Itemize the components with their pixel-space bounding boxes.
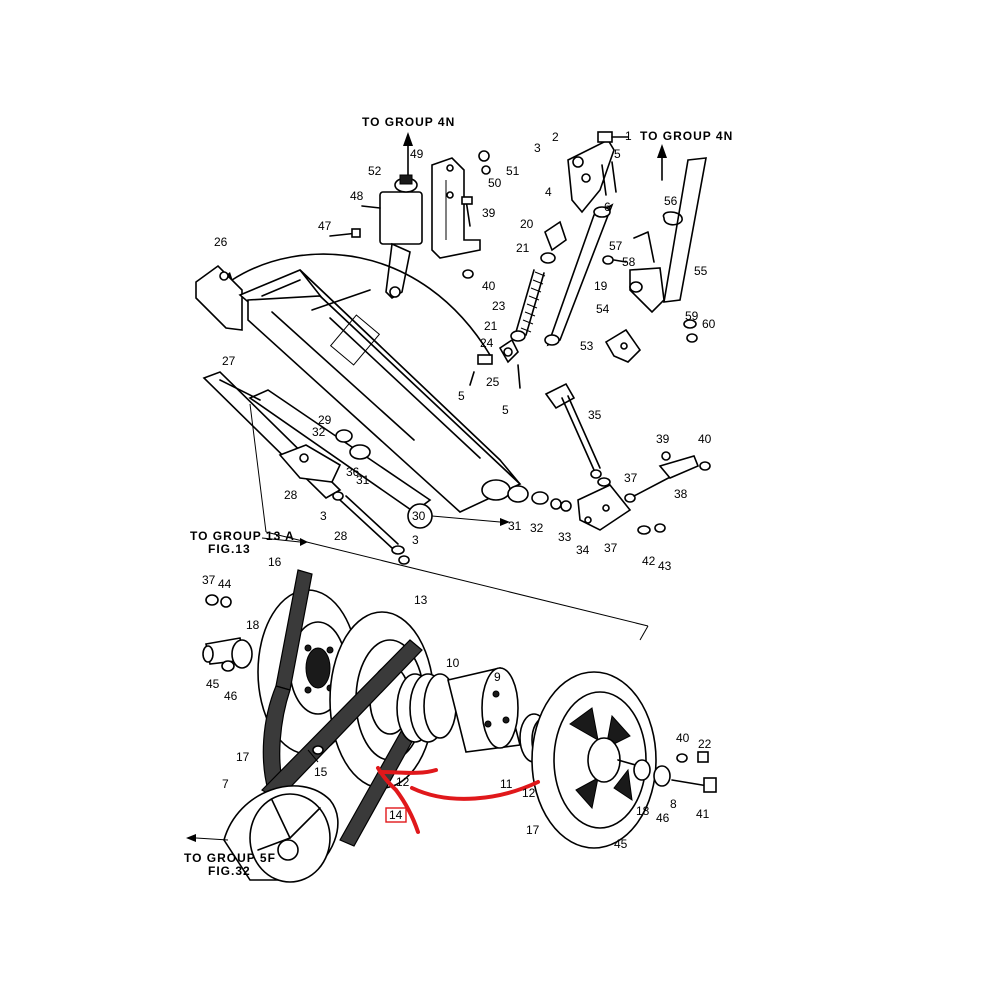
part-33: 33	[558, 530, 572, 544]
linkage-assembly	[469, 131, 629, 389]
part-43: 43	[658, 559, 672, 573]
part-44: 44	[218, 577, 232, 591]
part-22: 22	[698, 737, 712, 751]
part-50: 50	[488, 176, 502, 190]
part-6: 6	[604, 200, 611, 214]
part-53: 53	[580, 339, 594, 353]
part-45: 45	[206, 677, 220, 691]
part-38: 38	[674, 487, 688, 501]
part-5b: 5	[458, 389, 465, 403]
part-1: 1	[625, 129, 632, 143]
part-5c: 5	[502, 403, 509, 417]
part-29: 29	[318, 413, 332, 427]
part-27: 27	[222, 354, 236, 368]
part-24: 24	[480, 336, 494, 350]
heading-to-group-4n-right: TO GROUP 4N	[640, 129, 733, 143]
part-40b: 40	[698, 432, 712, 446]
part-31b: 31	[508, 519, 522, 533]
switch-assembly	[329, 150, 491, 300]
part-23: 23	[492, 299, 506, 313]
part-18b: 18	[636, 804, 650, 818]
part-16: 16	[268, 555, 282, 569]
part-14-box	[385, 807, 407, 823]
part-28b: 28	[334, 529, 348, 543]
part-40: 40	[482, 279, 496, 293]
part-20: 20	[520, 217, 534, 231]
part-3b: 3	[320, 509, 327, 523]
part-45b: 45	[614, 837, 628, 851]
part-4: 4	[545, 185, 552, 199]
part-52: 52	[368, 164, 382, 178]
part-28: 28	[284, 488, 298, 502]
part-35: 35	[588, 408, 602, 422]
heading-fig-32: FIG.32	[208, 864, 251, 878]
arrow-up-right	[657, 144, 667, 181]
part-47: 47	[318, 219, 332, 233]
part-11: 11	[500, 777, 513, 791]
part-40c: 40	[676, 731, 690, 745]
rod-bracket-assembly	[544, 382, 711, 535]
part-14: 14	[389, 808, 403, 822]
annotation-arrow	[376, 766, 540, 834]
chute-frame	[195, 253, 572, 565]
part-46b: 46	[656, 811, 670, 825]
part-9: 9	[494, 670, 501, 684]
part-34: 34	[576, 543, 590, 557]
heading-to-group-4n-left: TO GROUP 4N	[362, 115, 455, 129]
part-49: 49	[410, 147, 424, 161]
heading-to-group-13a: TO GROUP 13 A	[190, 529, 295, 543]
part-31: 31	[356, 473, 370, 487]
part-18: 18	[246, 618, 260, 632]
part-51: 51	[506, 164, 520, 178]
part-25: 25	[486, 375, 500, 389]
part-58: 58	[622, 255, 636, 269]
part-48: 48	[350, 189, 364, 203]
part-5: 5	[614, 147, 621, 161]
part-12: 12	[396, 775, 410, 789]
heading-fig-13: FIG.13	[208, 542, 251, 556]
part-36: 36	[346, 465, 360, 479]
part-7: 7	[222, 777, 229, 791]
part-56: 56	[664, 194, 678, 208]
part-26: 26	[214, 235, 228, 249]
part-59: 59	[685, 309, 699, 323]
leader-group-13a	[249, 403, 649, 641]
part-30: 30	[412, 509, 426, 523]
part-17: 17	[236, 750, 250, 764]
part-39b: 39	[656, 432, 670, 446]
part-32b: 32	[530, 521, 544, 535]
part-3: 3	[534, 141, 541, 155]
part-41: 41	[696, 807, 710, 821]
lever-assembly	[602, 157, 707, 363]
part-37c: 37	[202, 573, 216, 587]
part-32: 32	[312, 425, 326, 439]
part-10: 10	[446, 656, 460, 670]
pulley-drive	[186, 569, 717, 883]
part-21b: 21	[484, 319, 498, 333]
part-37: 37	[624, 471, 638, 485]
part-54: 54	[596, 302, 610, 316]
part-15: 15	[314, 765, 328, 779]
part-39: 39	[482, 206, 496, 220]
part-37b: 37	[604, 541, 618, 555]
part-2: 2	[552, 130, 559, 144]
part-17b: 17	[526, 823, 540, 837]
part-60: 60	[702, 317, 716, 331]
part-55: 55	[694, 264, 708, 278]
part-3c: 3	[412, 533, 419, 547]
part-21: 21	[516, 241, 530, 255]
part-19: 19	[594, 279, 608, 293]
part-42: 42	[642, 554, 656, 568]
heading-to-group-5f: TO GROUP 5F	[184, 851, 276, 865]
part-13: 13	[414, 593, 428, 607]
part-12b: 12	[522, 786, 536, 800]
part-46: 46	[224, 689, 238, 703]
part-8: 8	[670, 797, 677, 811]
part-57: 57	[609, 239, 623, 253]
